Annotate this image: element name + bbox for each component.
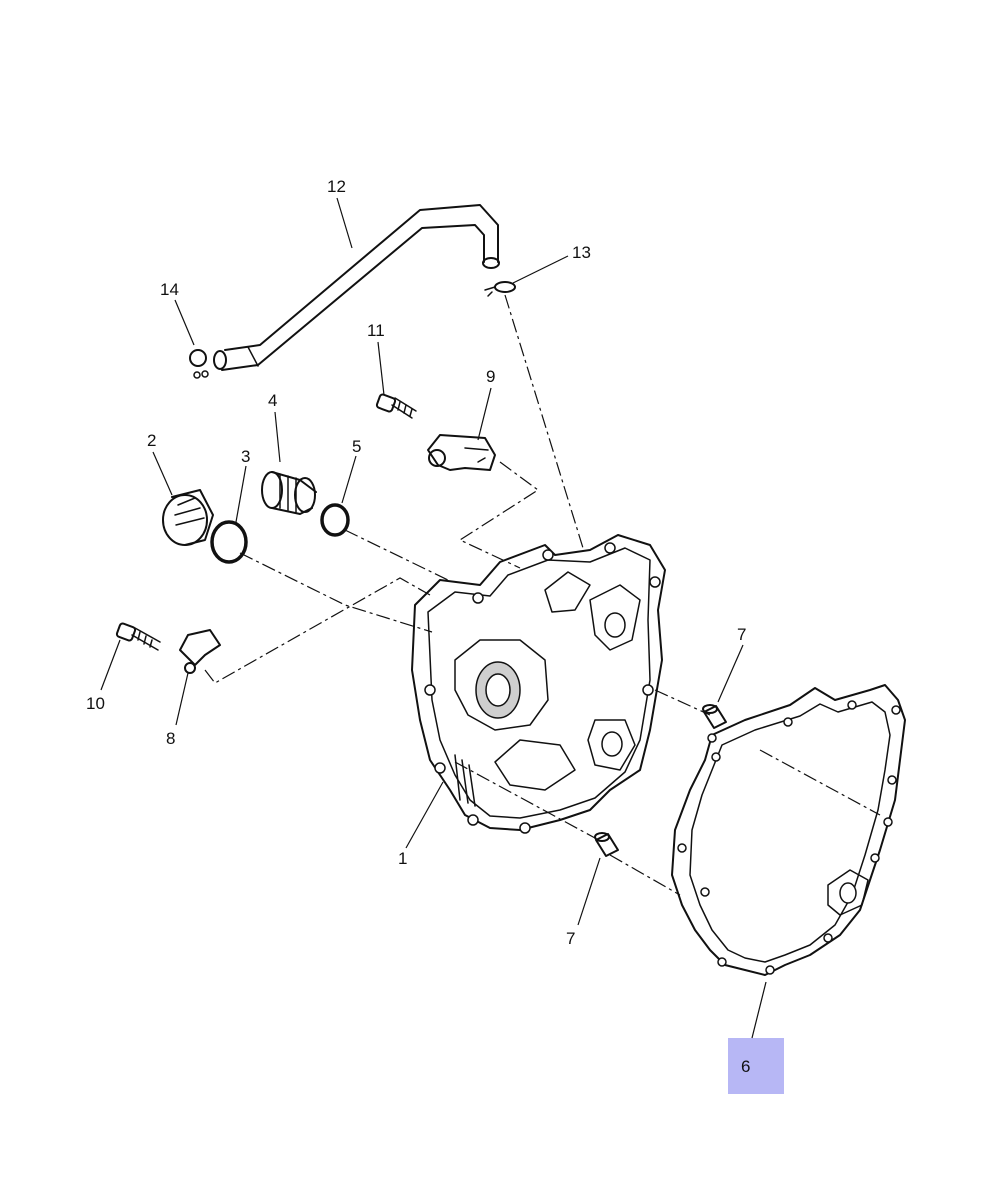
bolt-10[interactable]: [115, 622, 161, 651]
callout-3[interactable]: 3: [241, 447, 250, 466]
callout-7-upper[interactable]: 7: [737, 625, 746, 644]
callout-5[interactable]: 5: [352, 437, 361, 456]
assembly-lines: [204, 294, 881, 896]
callout-11[interactable]: 11: [367, 321, 385, 340]
hose-clip-13[interactable]: [484, 281, 516, 297]
gasket-6[interactable]: [671, 684, 906, 976]
callout-9[interactable]: 9: [486, 367, 495, 386]
callout-6-highlight[interactable]: [728, 1038, 784, 1094]
callout-8[interactable]: 8: [166, 729, 175, 748]
dowel-pin-7-lower[interactable]: [594, 832, 619, 857]
callout-2[interactable]: 2: [147, 431, 156, 450]
leader-lines: [100, 197, 767, 1039]
callout-6[interactable]: 6: [741, 1057, 750, 1076]
filler-plug-2[interactable]: [162, 489, 214, 546]
callout-1[interactable]: 1: [398, 849, 407, 868]
callout-14[interactable]: 14: [160, 280, 179, 299]
o-ring-5[interactable]: [320, 503, 350, 537]
bolt-11[interactable]: [375, 393, 417, 419]
callout-12[interactable]: 12: [327, 177, 346, 196]
crankcase-cover-1[interactable]: [411, 534, 666, 834]
o-ring-3[interactable]: [210, 520, 248, 564]
hose-clip-14[interactable]: [189, 349, 209, 379]
callout-4[interactable]: 4: [268, 391, 277, 410]
clamp-9[interactable]: [427, 434, 496, 471]
callout-10[interactable]: 10: [86, 694, 105, 713]
callout-labels: 12 14 13 11 9 2 3 4 5 10 8 7 1 7 6: [86, 177, 750, 1076]
breather-hose-part[interactable]: [213, 204, 500, 371]
strainer-4[interactable]: [261, 471, 317, 515]
callout-13[interactable]: 13: [572, 243, 591, 262]
callout-7-lower[interactable]: 7: [566, 929, 575, 948]
hose-guide-8[interactable]: [179, 629, 221, 674]
dowel-pin-7-upper[interactable]: [702, 704, 727, 729]
